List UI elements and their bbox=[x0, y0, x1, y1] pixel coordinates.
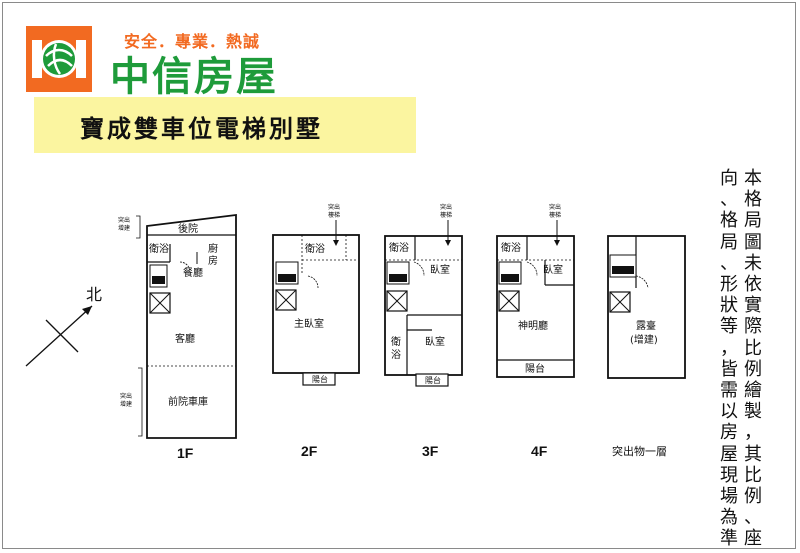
north-label: 北 bbox=[86, 285, 102, 304]
logo-slogan: 安全．專業．熱誠 bbox=[124, 32, 261, 51]
room-3f-bath-v1: 衛 bbox=[391, 335, 401, 348]
annot-added-bottom: 增建 bbox=[120, 400, 132, 408]
annot-4f-stairs: 樓梯 bbox=[549, 211, 561, 219]
room-4f-balcony: 陽台 bbox=[525, 362, 545, 375]
plan-3f: 突出 樓梯 衛浴 臥室 衛 浴 臥室 陽台 3F bbox=[384, 203, 463, 459]
disclaimer-column-2: 向、格局、形狀等，皆需以房屋現場為準 bbox=[720, 168, 738, 550]
north-compass: 北 bbox=[25, 285, 102, 367]
room-2f-bath: 衛浴 bbox=[305, 242, 325, 255]
room-kitchen-a: 廚 bbox=[208, 242, 218, 255]
room-2f-balcony: 陽台 bbox=[312, 374, 328, 384]
annot-3f-stairs: 樓梯 bbox=[440, 211, 452, 219]
room-dining: 餐廳 bbox=[183, 266, 203, 279]
plan-2f: 突出 樓梯 衛浴 主臥室 陽台 2F bbox=[272, 203, 360, 459]
room-3f-balcony: 陽台 bbox=[425, 375, 441, 385]
annot-protrude-top: 突出 bbox=[118, 216, 130, 224]
room-backyard: 後院 bbox=[178, 222, 198, 235]
annot-protrude-bottom: 突出 bbox=[120, 392, 132, 400]
annot-3f-protrude: 突出 bbox=[440, 203, 452, 211]
room-3f-bedroom-a: 臥室 bbox=[430, 263, 450, 276]
room-front-garage: 前院車庫 bbox=[168, 395, 208, 408]
plan-rooftop: 露臺 (增建) 突出物一層 bbox=[607, 235, 686, 458]
room-terrace-note: (增建) bbox=[630, 333, 658, 346]
annot-2f-stairs: 樓梯 bbox=[328, 211, 340, 219]
floor-label-4f: 4F bbox=[531, 443, 548, 459]
room-3f-bedroom-b: 臥室 bbox=[425, 335, 445, 348]
plan-4f: 突出 樓梯 衛浴 臥室 神明廳 陽台 4F bbox=[496, 203, 575, 459]
title-banner: 寶成雙車位電梯別墅 bbox=[34, 97, 416, 153]
room-3f-bath-v2: 浴 bbox=[391, 349, 401, 361]
room-4f-bedroom: 臥室 bbox=[543, 263, 563, 276]
floor-label-1f: 1F bbox=[177, 445, 194, 461]
room-4f-bath: 衛浴 bbox=[501, 241, 521, 254]
company-logo: 安全．專業．熱誠 中信房屋 bbox=[26, 26, 331, 100]
annot-added-top: 增建 bbox=[118, 224, 130, 232]
logo-brand-name: 中信房屋 bbox=[110, 54, 278, 100]
plan-1f: 後院 衛浴 廚 房 餐廳 客廳 前院車庫 突出 增建 突出 增建 1F bbox=[118, 213, 237, 461]
floor-label-2f: 2F bbox=[301, 443, 318, 459]
room-kitchen-b: 房 bbox=[208, 254, 218, 267]
listing-title: 寶成雙車位電梯別墅 bbox=[80, 115, 323, 143]
floor-label-rooftop: 突出物一層 bbox=[612, 444, 667, 458]
room-2f-master: 主臥室 bbox=[294, 317, 324, 330]
annot-2f-protrude: 突出 bbox=[328, 203, 340, 211]
floor-label-3f: 3F bbox=[422, 443, 439, 459]
room-3f-bath-top: 衛浴 bbox=[389, 241, 409, 254]
disclaimer-column-1: 本格局圖未依實際比例繪製，其比例、座 bbox=[744, 168, 762, 550]
room-bath: 衛浴 bbox=[149, 242, 169, 255]
logo-mark-icon bbox=[26, 26, 92, 92]
room-terrace: 露臺 bbox=[636, 319, 656, 332]
annot-4f-protrude: 突出 bbox=[549, 203, 561, 211]
room-living: 客廳 bbox=[175, 332, 195, 345]
room-4f-shrine: 神明廳 bbox=[518, 319, 548, 332]
